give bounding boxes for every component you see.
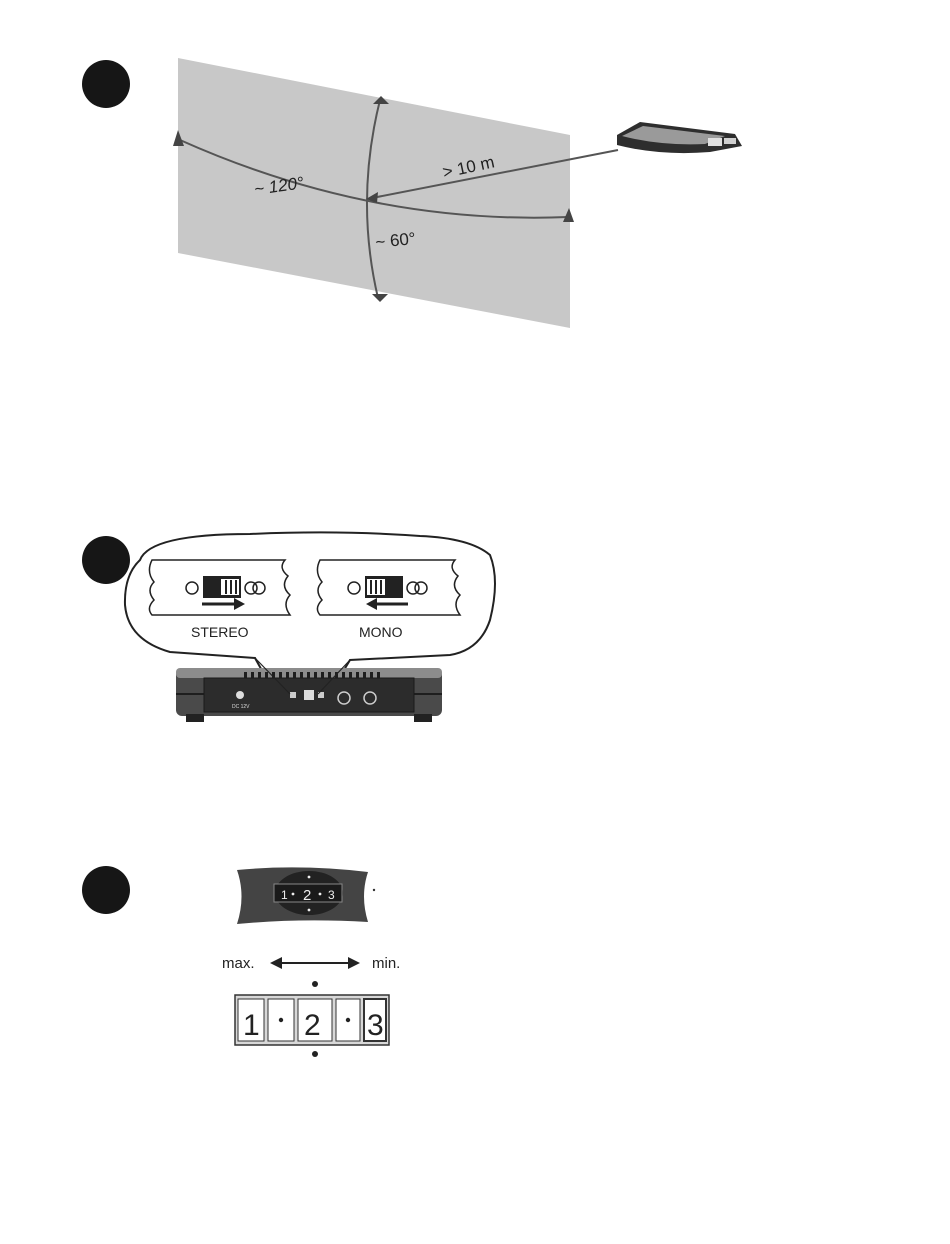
arrow-right-head: [348, 957, 360, 969]
mini-selector-2: 2: [303, 887, 311, 904]
reception-panel: [178, 58, 570, 328]
stereo-label: STEREO: [191, 624, 249, 640]
mini-selector-1: 1: [281, 888, 288, 902]
receiver-device-image: DC 12V: [176, 668, 442, 722]
arc-arrow-bottom: [372, 294, 388, 302]
stereo-mono-figure: STEREO MONO DC 12V: [0, 520, 950, 750]
mini-selector-3: 3: [328, 888, 335, 902]
selector-position-2: 2: [304, 1009, 321, 1042]
min-label: min.: [372, 955, 400, 972]
mono-label: MONO: [359, 624, 403, 640]
remote-control-image: [617, 122, 742, 153]
selector-position-3: 3: [367, 1009, 384, 1042]
max-label: max.: [222, 955, 255, 972]
dc-input-label: DC 12V: [232, 704, 250, 710]
selector-figure: 1 2 3 max. min. 1 2 3: [0, 860, 950, 1090]
arrow-left-head: [270, 957, 282, 969]
selector-position-1: 1: [243, 1009, 260, 1042]
reception-angle-figure: > 10 m ~ 120° ~ 60°: [0, 0, 950, 360]
